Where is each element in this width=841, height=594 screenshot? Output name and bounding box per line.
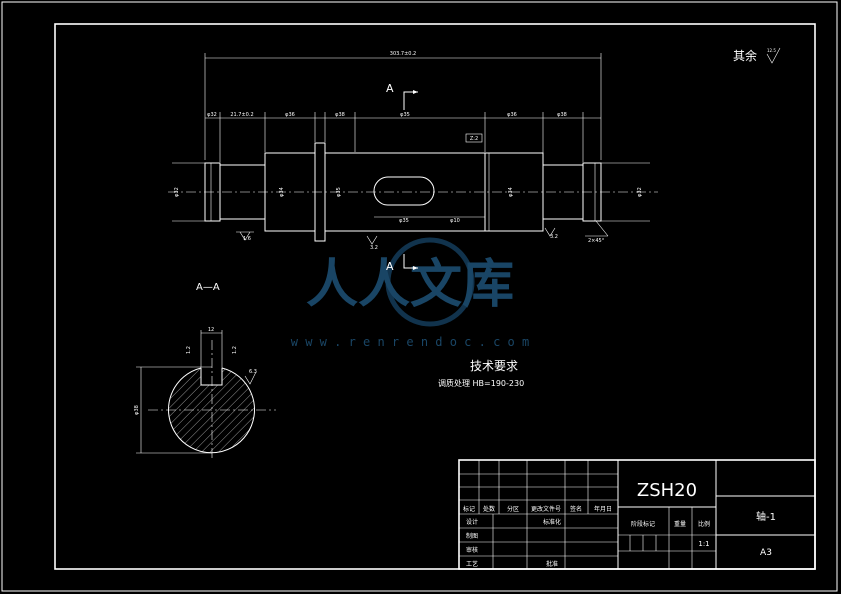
dim-seg5: φ35 (400, 112, 410, 118)
svg-text:标记: 标记 (463, 505, 475, 513)
sheet-size: A3 (760, 548, 772, 558)
gd-note: Z:2 (470, 136, 478, 142)
dim-key-len: φ35 (399, 218, 409, 224)
dim-seg6: φ36 (507, 112, 517, 118)
finish-note: 其余 12.5 (733, 47, 781, 64)
svg-text:设计: 设计 (466, 518, 478, 526)
svg-text:6.3: 6.3 (249, 369, 257, 375)
tech-text: 调质处理 HB=190-230 (438, 378, 524, 388)
watermark: 人人文库 w w w . r e n r e n d o c . c o m (291, 237, 529, 349)
svg-text:3.2: 3.2 (370, 245, 378, 251)
section-view: A—A 12 1.2 1.2 φ38 6.3 (134, 282, 276, 460)
svg-text:重量: 重量 (674, 520, 686, 528)
dim-key-pos: φ10 (450, 218, 460, 224)
section-mark-top: A (386, 82, 394, 95)
dim-seg7: φ38 (557, 112, 567, 118)
dim-d-left: φ34 (279, 187, 285, 197)
inner-border (54, 23, 816, 570)
svg-text:3.2: 3.2 (550, 234, 558, 240)
svg-text:12.5: 12.5 (767, 48, 776, 53)
svg-text:更改文件号: 更改文件号 (531, 505, 561, 513)
svg-text:工艺: 工艺 (466, 560, 478, 568)
dim-seg3: φ36 (285, 112, 295, 118)
svg-text:处数: 处数 (483, 505, 495, 513)
svg-text:其余: 其余 (733, 48, 757, 63)
title-block: ZSH20 轴-1 A3 1:1 标记 处数 分区 更改文件号 签名 年月日 设… (458, 459, 816, 570)
drawing-name: 轴-1 (756, 510, 776, 523)
svg-text:1.2: 1.2 (232, 346, 238, 354)
svg-text:1.2: 1.2 (186, 346, 192, 354)
dim-overall: 303.7±0.2 (390, 51, 416, 57)
dim-section-dia: φ38 (134, 405, 140, 415)
dim-seg1: φ32 (207, 112, 217, 118)
shaft-view: 303.7±0.2 φ32 21.7±0.2 φ36 φ38 φ35 φ36 φ… (168, 51, 658, 273)
part-name: ZSH20 (637, 480, 697, 501)
roughness-mid: 3.2 (366, 235, 378, 251)
svg-text:比例: 比例 (698, 520, 710, 528)
svg-text:标准化: 标准化 (543, 518, 561, 526)
svg-text:签名: 签名 (570, 505, 582, 513)
watermark-url: w w w . r e n r e n d o c . c o m (291, 335, 529, 349)
svg-text:1.6: 1.6 (243, 236, 251, 242)
roughness-left: 1.6 (236, 231, 254, 242)
dim-seg2: 21.7±0.2 (230, 112, 253, 118)
section-title: A—A (196, 282, 220, 293)
dim-d-center: φ35 (336, 187, 342, 197)
chamfer-note: 2×45° (588, 238, 605, 244)
svg-text:审核: 审核 (466, 546, 478, 554)
section-circle (169, 367, 255, 453)
watermark-title: 人人文库 (306, 255, 514, 315)
svg-text:分区: 分区 (507, 505, 519, 513)
svg-text:批准: 批准 (546, 560, 558, 568)
dim-seg4: φ38 (335, 112, 345, 118)
scale-value: 1:1 (698, 540, 709, 548)
keyway-slot (373, 176, 435, 206)
svg-text:阶段标记: 阶段标记 (631, 520, 655, 528)
dim-d-right: φ34 (508, 187, 514, 197)
right-end-journal (582, 162, 602, 222)
dim-section-key: 12 (208, 327, 214, 333)
tech-title: 技术要求 (470, 359, 518, 373)
svg-text:年月日: 年月日 (594, 505, 612, 513)
dim-d-right-end: φ32 (637, 187, 643, 197)
dim-d-left-end: φ32 (174, 187, 180, 197)
svg-text:制图: 制图 (466, 532, 478, 540)
section-mark-bottom: A (386, 260, 394, 273)
roughness-right: 3.2 (544, 227, 558, 240)
